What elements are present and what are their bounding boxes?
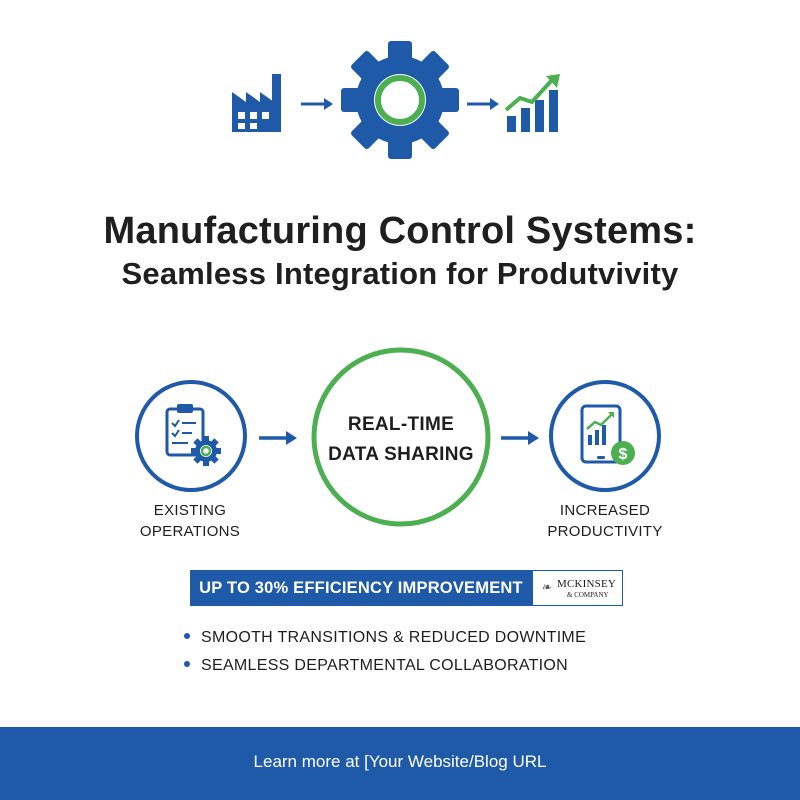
existing-operations-label-line2: OPERATIONS [139,523,241,540]
efficiency-banner: UP TO 30% EFFICIENCY IMPROVEMENT [190,570,532,606]
footer-bar: Learn more at [Your Website/Blog URL [0,727,800,800]
real-time-data-sharing-label-line1: REAL-TIME [347,414,455,435]
existing-operations-circle [135,380,247,492]
increased-productivity-circle: $ [549,380,661,492]
bullet-text: SEAMLESS DEPARTMENTAL COLLABORATION [201,657,569,674]
bullet-icon [184,660,190,667]
arrow-right-icon [467,98,499,110]
existing-operations-label-line1: EXISTING [153,502,227,519]
page-subtitle: Seamless Integration for Produtvivity [121,256,679,291]
gear-icon [341,41,459,159]
arrow-right-icon [301,98,333,110]
growth-chart-icon [504,74,560,132]
list-item: SEAMLESS DEPARTMENTAL COLLABORATION [184,657,568,675]
increased-productivity-label-line2: PRODUCTIVITY [547,523,663,540]
page-title: Manufacturing Control Systems: [103,210,697,252]
mckinsey-source-badge: ❧ MCKINSEY & COMPANY [532,570,623,606]
bullet-icon [184,632,190,639]
increased-productivity-label-line1: INCREASED [559,502,651,519]
arrow-right-icon [501,431,539,445]
real-time-data-sharing-label: REAL-TIME DATA SHARING [313,410,489,470]
real-time-data-sharing-circle [311,347,491,527]
clipboard-gear-icon [165,404,221,466]
mckinsey-logo-icon: ❧ [541,580,552,594]
real-time-data-sharing-label-line2: DATA SHARING [328,444,474,465]
source-name-suffix: & COMPANY [567,591,609,599]
existing-operations-label: EXISTING OPERATIONS [120,500,260,542]
increased-productivity-label: INCREASED PRODUCTIVITY [535,500,675,542]
bullet-text: SMOOTH TRANSITIONS & REDUCED DOWNTIME [201,629,587,646]
source-name: MCKINSEY [557,578,617,590]
tablet-chart-dollar-icon: $ [580,404,635,465]
footer-link[interactable]: Learn more at [Your Website/Blog URL [253,752,547,771]
list-item: SMOOTH TRANSITIONS & REDUCED DOWNTIME [184,629,586,647]
factory-icon [232,74,281,132]
arrow-right-icon [259,431,297,445]
svg-text:$: $ [619,446,628,463]
